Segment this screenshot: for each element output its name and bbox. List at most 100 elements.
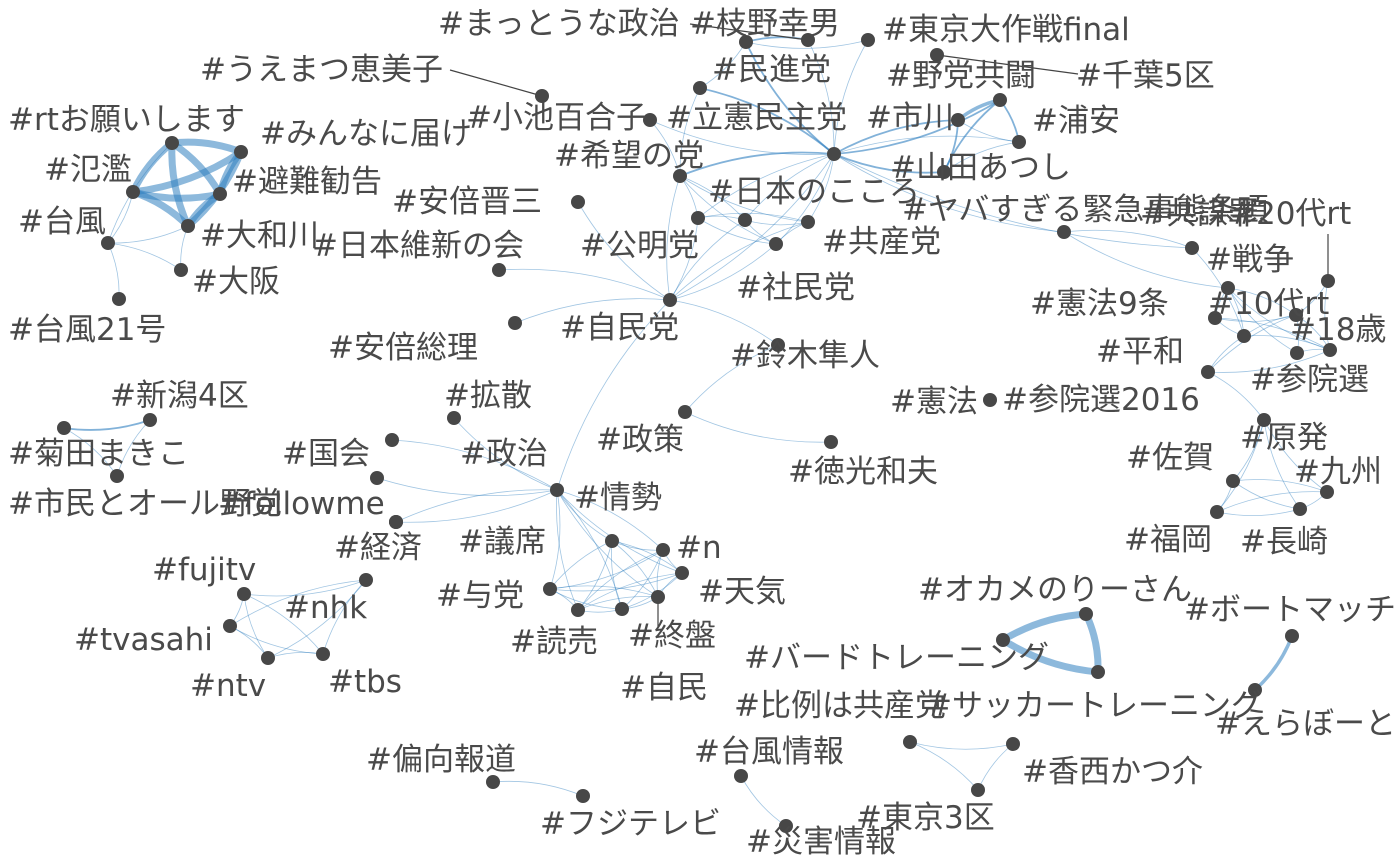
node-10dai[interactable] (1289, 308, 1303, 322)
node-soccer[interactable] (1091, 665, 1105, 679)
node-saga[interactable] (1226, 474, 1240, 488)
node-tvasahi[interactable] (223, 619, 237, 633)
node-fujitv[interactable] (237, 587, 251, 601)
node-matto[interactable] (801, 33, 815, 47)
node-ntv[interactable] (261, 651, 275, 665)
node-kibou[interactable] (673, 169, 687, 183)
node-saigai[interactable] (779, 819, 793, 833)
node-hirei[interactable] (903, 735, 917, 749)
node-rt_please[interactable] (165, 136, 179, 150)
node-label-shimin: #市民とオール野党 (8, 486, 282, 522)
node-tokumitsu[interactable] (824, 435, 838, 449)
node-okame[interactable] (1079, 607, 1093, 621)
node-yomiuri[interactable] (571, 603, 585, 617)
node-koike[interactable] (643, 113, 657, 127)
node-taifu21[interactable] (112, 292, 126, 306)
node-kokkai[interactable] (385, 433, 399, 447)
node-kakusan[interactable] (447, 411, 461, 425)
node-chiba5[interactable] (930, 48, 944, 62)
node-yato[interactable] (993, 93, 1007, 107)
node-minna[interactable] (234, 145, 248, 159)
node-kikuta[interactable] (57, 421, 71, 435)
node-label-hinan: #避難勧告 (232, 164, 382, 200)
node-yamada[interactable] (937, 165, 951, 179)
node-hanran[interactable] (126, 185, 140, 199)
node-tokyo_final[interactable] (861, 33, 875, 47)
node-nippon_kokoro[interactable] (738, 213, 752, 227)
node-nhk[interactable] (359, 573, 373, 587)
node-ichikawa[interactable] (951, 113, 965, 127)
edge-edano-tokyo_final (745, 39, 869, 49)
node-uematsu[interactable] (535, 89, 549, 103)
node-hinan[interactable] (213, 187, 227, 201)
node-kyosan[interactable] (801, 215, 815, 229)
node-label-yato: #野党共闘 (886, 58, 1036, 94)
node-shuban[interactable] (615, 602, 629, 616)
node-jimin[interactable] (663, 293, 677, 307)
node-label-kasai: #香西かつ介 (1022, 754, 1203, 790)
node-n[interactable] (656, 543, 670, 557)
node-josei[interactable] (550, 483, 564, 497)
node-label-boat: #ボートマッチ (1184, 592, 1396, 628)
node-label-abe_sori: #安倍総理 (328, 330, 478, 366)
node-bird[interactable] (996, 633, 1010, 647)
node-erabo[interactable] (1248, 683, 1262, 697)
node-kyushu[interactable] (1320, 485, 1334, 499)
node-jimin2[interactable] (651, 590, 665, 604)
node-rikken[interactable] (827, 147, 841, 161)
node-abe_sori[interactable] (508, 316, 522, 330)
node-minshin[interactable] (693, 81, 707, 95)
node-niigata4[interactable] (143, 413, 157, 427)
node-edano[interactable] (739, 35, 753, 49)
node-suzuki[interactable] (771, 338, 785, 352)
node-18sai[interactable] (1323, 343, 1337, 357)
node-fujiterebi[interactable] (576, 789, 590, 803)
node-seisaku[interactable] (678, 405, 692, 419)
node-taifu_joho[interactable] (734, 769, 748, 783)
edge-josei-yoto (549, 489, 561, 590)
node-yoto[interactable] (543, 582, 557, 596)
node-seiji[interactable] (370, 471, 384, 485)
node-fukuoka[interactable] (1210, 505, 1224, 519)
node-tokyo3[interactable] (971, 783, 985, 797)
edge-henko-fujiterebi (492, 780, 584, 797)
node-yamato[interactable] (181, 219, 195, 233)
node-keizai[interactable] (389, 515, 403, 529)
node-urayasu[interactable] (1012, 135, 1026, 149)
node-osaka[interactable] (174, 263, 188, 277)
node-taifu[interactable] (101, 236, 115, 250)
node-boat[interactable] (1285, 629, 1299, 643)
node-kenpo[interactable] (983, 393, 997, 407)
node-kasai[interactable] (1006, 737, 1020, 751)
node-label-jimin2: #自民 (620, 670, 708, 706)
node-genpatsu[interactable] (1257, 413, 1271, 427)
edge-rikken-shamin (775, 153, 835, 245)
node-kenpo9[interactable] (1208, 311, 1222, 325)
edge-minna-hanran (132, 149, 243, 196)
node-tenki[interactable] (675, 566, 689, 580)
node-kyobo[interactable] (1185, 241, 1199, 255)
node-senso[interactable] (1221, 281, 1235, 295)
node-ishin[interactable] (492, 263, 506, 277)
node-sanin2016[interactable] (1201, 365, 1215, 379)
node-yabai[interactable] (1057, 225, 1071, 239)
edge-josei-shuban (556, 489, 623, 610)
node-heiwa[interactable] (1237, 329, 1251, 343)
node-komei[interactable] (691, 211, 705, 225)
node-shimin[interactable] (110, 469, 124, 483)
node-abe[interactable] (571, 195, 585, 209)
node-label-saga: #佐賀 (1126, 440, 1214, 476)
node-tbs[interactable] (316, 647, 330, 661)
node-shamin[interactable] (769, 237, 783, 251)
node-label-yomiuri: #読売 (510, 624, 598, 660)
node-20dai[interactable] (1321, 274, 1335, 288)
edge-yoto-jimin2 (549, 585, 659, 598)
node-sanin_sen[interactable] (1290, 346, 1304, 360)
node-henko[interactable] (486, 775, 500, 789)
node-giseki[interactable] (605, 534, 619, 548)
node-label-tbs: #tbs (328, 664, 402, 700)
node-nagasaki[interactable] (1293, 502, 1307, 516)
edge-tvasahi-ntv (229, 625, 269, 659)
edge-josei-kokkai (391, 439, 558, 491)
